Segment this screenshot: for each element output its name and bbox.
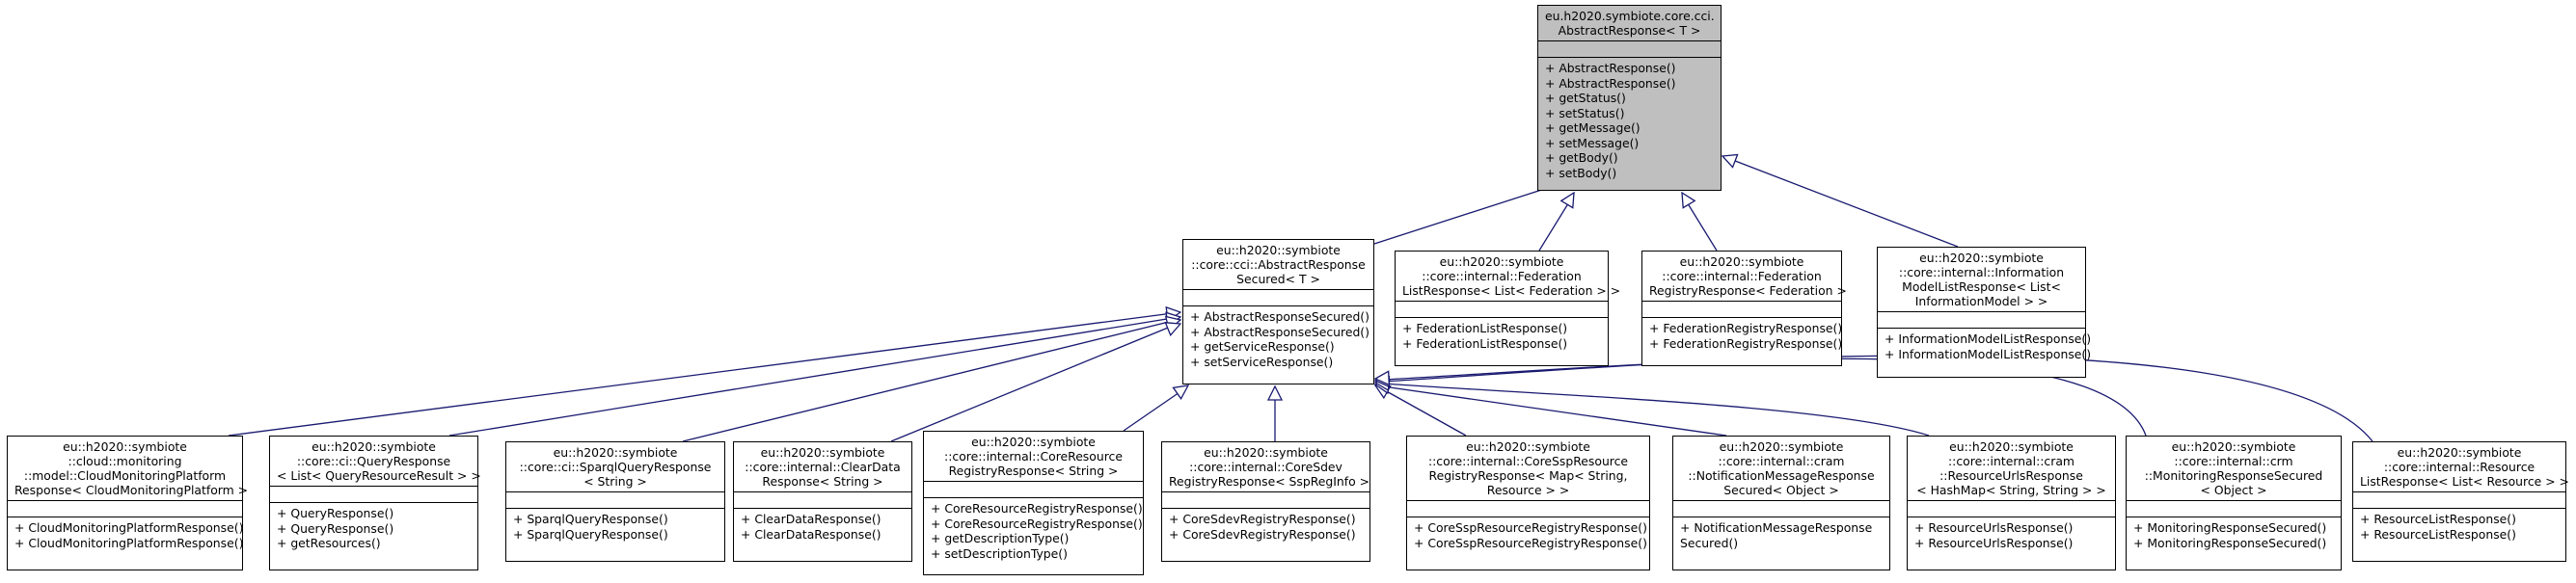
class-title: eu::h2020::symbiote::core::internal::crm…	[2127, 437, 2341, 501]
class-operations: + CoreSdevRegistryResponse()+ CoreSdevRe…	[1169, 512, 1356, 542]
class-operations: + AbstractResponseSecured()+ AbstractRes…	[1190, 309, 1369, 369]
class-operations: + QueryResponse()+ QueryResponse()+ getR…	[277, 506, 394, 550]
class-title: eu::h2020::symbiote::core::internal::cra…	[1908, 437, 2115, 501]
class-attributes	[924, 482, 1143, 498]
class-core-resource-registry-response[interactable]: eu::h2020::symbiote::core::internal::Cor…	[923, 431, 1144, 575]
edge-line	[1123, 389, 1183, 432]
class-title: eu::h2020::symbiote::core::internal::Inf…	[1878, 248, 2085, 312]
class-operations: + CoreSspResourceRegistryResponse()+ Cor…	[1414, 520, 1647, 550]
class-attributes	[734, 492, 911, 509]
class-attributes	[506, 492, 724, 509]
inheritance-arrowhead	[1721, 153, 1739, 169]
class-attributes	[1162, 492, 1369, 509]
edge-clear-data-response-to-abstract-response-secured	[890, 322, 1182, 442]
class-attributes	[1878, 312, 2085, 329]
class-operations: + InformationModelListResponse()+ Inform…	[1885, 331, 2092, 361]
class-core-ssp-resource-registry-response[interactable]: eu::h2020::symbiote::core::internal::Cor…	[1406, 436, 1650, 570]
class-attributes	[1908, 501, 2115, 517]
class-attributes	[1407, 501, 1649, 517]
class-attributes	[1396, 302, 1608, 318]
edge-federation-registry-response-to-abstract-response	[1681, 191, 1718, 252]
class-operations: + ResourceUrlsResponse()+ ResourceUrlsRe…	[1914, 520, 2074, 550]
edge-sparql-query-response-to-abstract-response-secured	[682, 315, 1182, 442]
class-title: eu::h2020::symbiote::core::internal::Res…	[2353, 442, 2569, 492]
edge-notification-message-response-secured-to-abstract-response-secured	[1373, 379, 1727, 437]
class-attributes	[8, 501, 242, 517]
class-operations: + FederationListResponse()+ FederationLi…	[1402, 321, 1568, 351]
edge-line	[1538, 199, 1571, 252]
class-title: eu::h2020::symbiote::core::ci::QueryResp…	[270, 437, 481, 487]
class-cloud-monitoring-platform-response[interactable]: eu::h2020::symbiote::cloud::monitoring::…	[7, 436, 248, 570]
edge-line	[890, 325, 1174, 442]
class-title: eu::h2020::symbiote::core::internal::Fed…	[1396, 252, 1620, 302]
inheritance-arrowhead	[1559, 191, 1575, 209]
edge-information-model-list-response-to-abstract-response	[1721, 153, 1959, 248]
class-title: eu::h2020::symbiote::core::ci::SparqlQue…	[506, 442, 724, 492]
edge-line	[1729, 158, 1959, 248]
inheritance-arrowhead	[1172, 384, 1190, 401]
inheritance-arrowhead	[1373, 370, 1391, 386]
edge-federation-list-response-to-abstract-response	[1538, 191, 1575, 252]
class-operations: + AbstractResponse()+ AbstractResponse()…	[1545, 61, 1676, 180]
edge-line	[1382, 383, 1930, 437]
class-query-response[interactable]: eu::h2020::symbiote::core::ci::QueryResp…	[269, 436, 481, 570]
class-attributes	[2353, 492, 2565, 509]
edge-line	[682, 320, 1174, 442]
inheritance-arrowhead	[1164, 322, 1182, 336]
class-clear-data-response[interactable]: eu::h2020::symbiote::core::internal::Cle…	[733, 441, 912, 562]
class-attributes	[1183, 290, 1373, 306]
edge-line	[1382, 388, 1467, 437]
class-title: eu::h2020::symbiote::core::internal::Cor…	[1407, 437, 1649, 501]
class-operations: + CloudMonitoringPlatformResponse()+ Clo…	[14, 520, 244, 550]
edge-core-ssp-resource-registry-response-to-abstract-response-secured	[1373, 384, 1467, 437]
class-title: eu::h2020::symbiote::core::internal::Cor…	[924, 432, 1143, 482]
class-title: eu::h2020::symbiote::core::internal::Cle…	[734, 442, 911, 492]
class-operations: + MonitoringResponseSecured()+ Monitorin…	[2133, 520, 2327, 550]
inheritance-arrowhead	[1681, 191, 1696, 209]
edge-core-sdev-registry-response-to-abstract-response-secured	[1266, 384, 1284, 441]
class-title: eu::h2020::symbiote::core::internal::Cor…	[1162, 442, 1369, 492]
class-core-sdev-registry-response[interactable]: eu::h2020::symbiote::core::internal::Cor…	[1161, 441, 1370, 562]
class-title: eu::h2020::symbiote::core::internal::Fed…	[1642, 252, 1847, 302]
class-abstract-response[interactable]: eu.h2020.symbiote.core.cci.AbstractRespo…	[1537, 5, 1722, 191]
class-resource-urls-response[interactable]: eu::h2020::symbiote::core::internal::cra…	[1907, 436, 2116, 570]
class-attributes	[1642, 302, 1841, 318]
edge-line	[1382, 385, 1727, 437]
edge-line	[1685, 199, 1718, 252]
class-title: eu::h2020::symbiote::core::internal::cra…	[1673, 437, 1889, 501]
edge-resource-list-response-to-abstract-response-secured	[1373, 355, 2373, 442]
class-federation-registry-response[interactable]: eu::h2020::symbiote::core::internal::Fed…	[1641, 251, 1847, 366]
class-operations: + CoreResourceRegistryResponse()+ CoreRe…	[931, 501, 1143, 561]
class-title: eu::h2020::symbiote::cloud::monitoring::…	[8, 437, 248, 501]
class-attributes	[270, 487, 477, 503]
class-attributes	[2127, 501, 2341, 517]
inheritance-arrowhead	[1266, 384, 1284, 401]
class-operations: + FederationRegistryResponse()+ Federati…	[1649, 321, 1843, 351]
class-resource-list-response[interactable]: eu::h2020::symbiote::core::internal::Res…	[2352, 441, 2569, 562]
edge-line	[448, 317, 1174, 437]
edge-resource-urls-response-to-abstract-response-secured	[1373, 376, 1930, 437]
class-title: eu.h2020.symbiote.core.cci.AbstractRespo…	[1538, 6, 1721, 41]
class-monitoring-response-secured[interactable]: eu::h2020::symbiote::core::internal::crm…	[2126, 436, 2342, 570]
edge-query-response-to-abstract-response-secured	[448, 311, 1182, 437]
class-information-model-list-response[interactable]: eu::h2020::symbiote::core::internal::Inf…	[1877, 247, 2092, 378]
class-attributes	[1538, 41, 1721, 58]
class-sparql-query-response[interactable]: eu::h2020::symbiote::core::ci::SparqlQue…	[505, 441, 725, 562]
edge-line	[1382, 358, 2147, 437]
class-notification-message-response-secured[interactable]: eu::h2020::symbiote::core::internal::cra…	[1672, 436, 1890, 570]
class-operations: + ClearDataResponse()+ ClearDataResponse…	[741, 512, 881, 542]
class-federation-list-response[interactable]: eu::h2020::symbiote::core::internal::Fed…	[1395, 251, 1620, 366]
class-title: eu::h2020::symbiote::core::cci::Abstract…	[1183, 240, 1373, 290]
class-operations: + SparqlQueryResponse()+ SparqlQueryResp…	[513, 512, 668, 542]
edge-cloud-monitoring-platform-response-to-abstract-response-secured	[228, 305, 1182, 437]
edge-line	[228, 312, 1174, 437]
class-operations: + ResourceListResponse()+ ResourceListRe…	[2360, 512, 2516, 542]
class-attributes	[1673, 501, 1889, 517]
class-abstract-response-secured[interactable]: eu::h2020::symbiote::core::cci::Abstract…	[1182, 239, 1374, 384]
edge-core-resource-registry-response-to-abstract-response-secured	[1123, 384, 1190, 432]
